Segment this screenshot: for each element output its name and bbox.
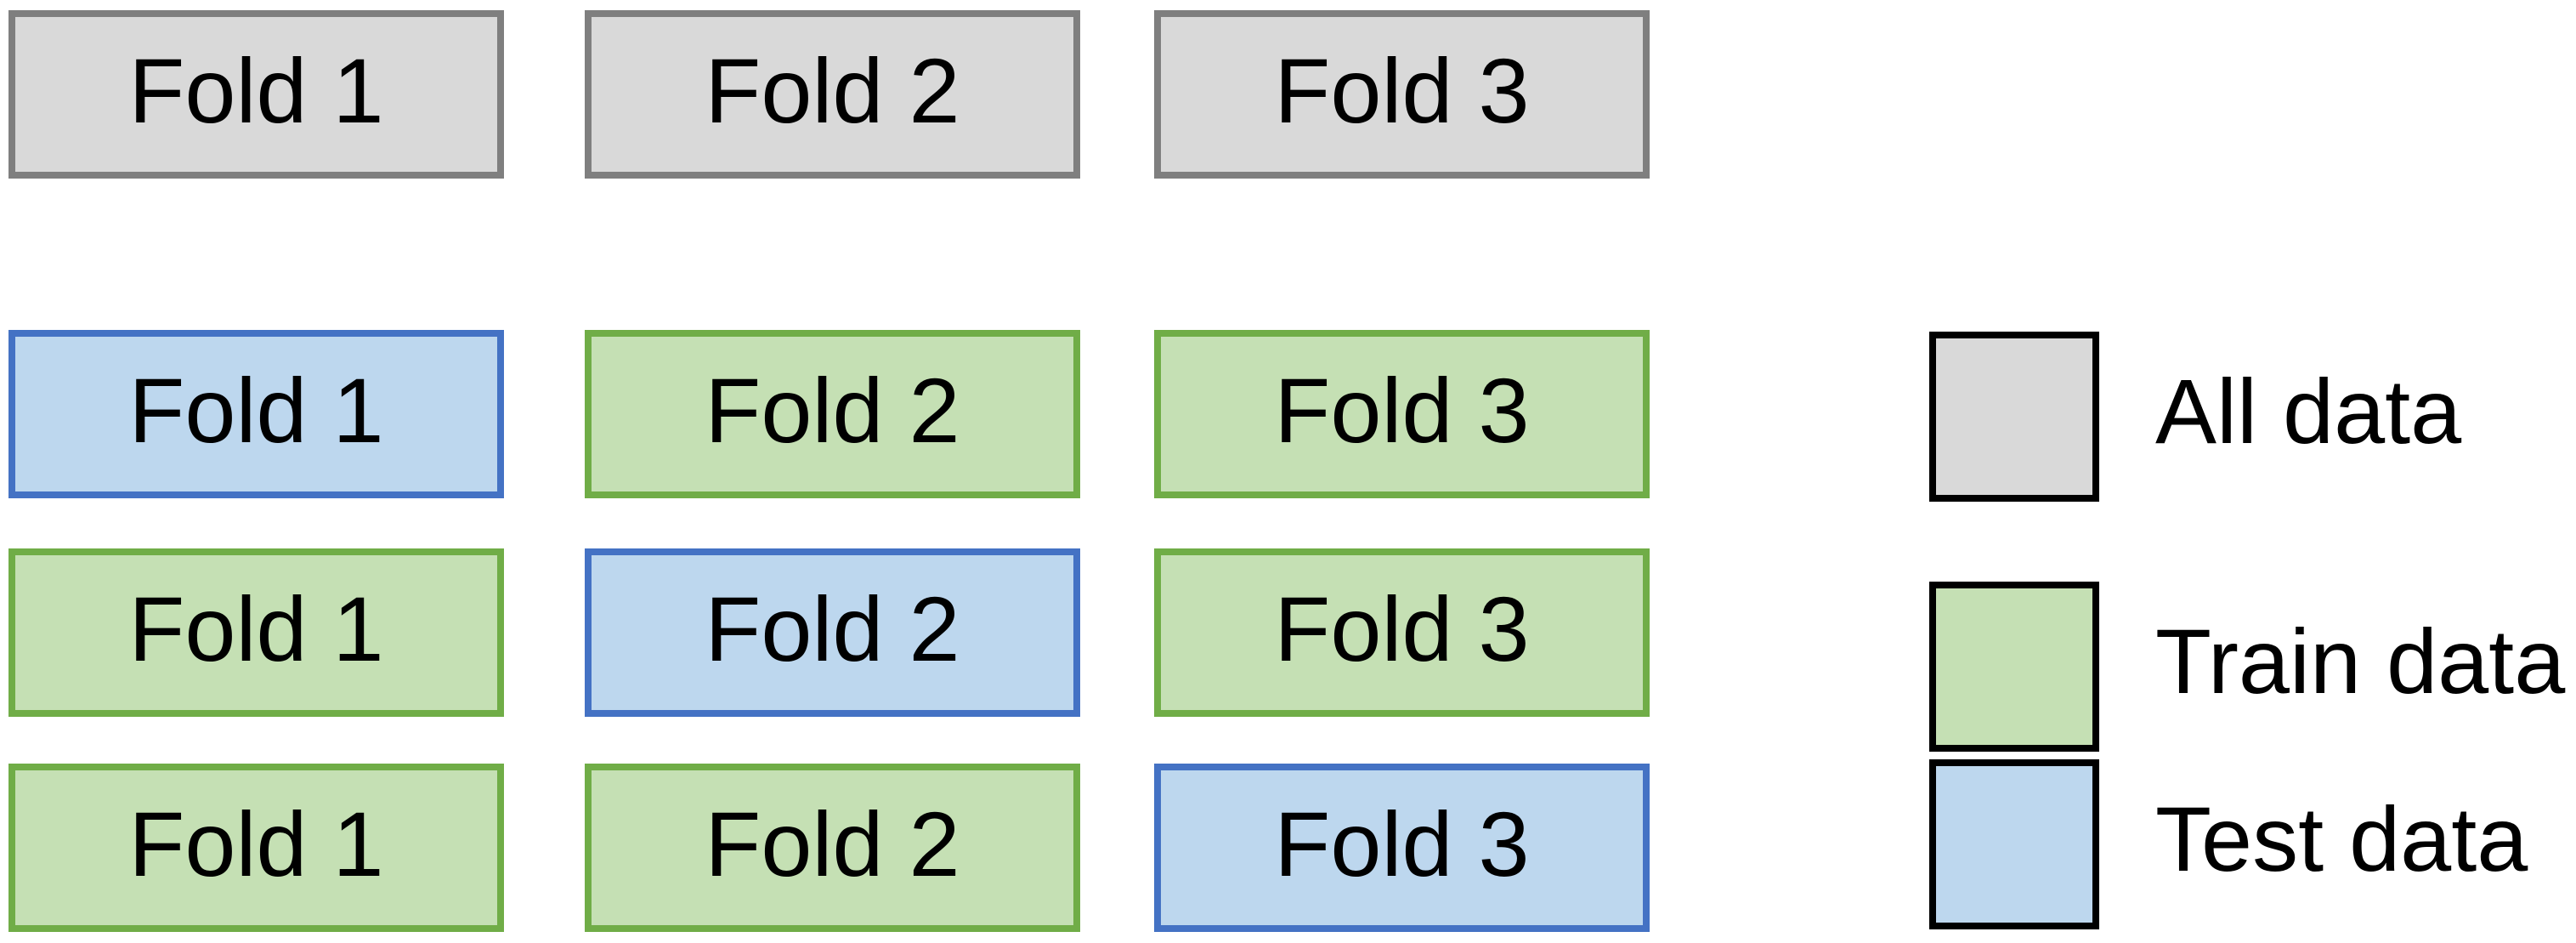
fold-box-row1-col3: Fold 3	[1154, 10, 1650, 179]
fold-label: Fold 2	[705, 577, 960, 680]
legend-swatch-all-data	[1929, 332, 2099, 502]
fold-box-row3-col2: Fold 2	[585, 548, 1080, 717]
legend-label: Test data	[2155, 787, 2528, 890]
fold-box-row1-col1: Fold 1	[8, 10, 504, 179]
legend-item-test-data: Test data	[1929, 759, 2528, 929]
fold-label: Fold 1	[128, 359, 384, 462]
fold-box-row2-col3: Fold 3	[1154, 330, 1650, 498]
fold-box-row3-col1: Fold 1	[8, 548, 504, 717]
fold-label: Fold 2	[705, 792, 960, 895]
legend-item-train-data: Train data	[1929, 582, 2565, 752]
fold-box-row2-col2: Fold 2	[585, 330, 1080, 498]
fold-label: Fold 1	[128, 577, 384, 680]
fold-label: Fold 3	[1274, 359, 1530, 462]
fold-label: Fold 3	[1274, 39, 1530, 142]
legend-label: All data	[2155, 360, 2462, 463]
fold-label: Fold 3	[1274, 792, 1530, 895]
fold-box-row4-col2: Fold 2	[585, 764, 1080, 932]
legend-swatch-test-data	[1929, 759, 2099, 929]
fold-box-row2-col1: Fold 1	[8, 330, 504, 498]
fold-box-row4-col3: Fold 3	[1154, 764, 1650, 932]
legend-swatch-train-data	[1929, 582, 2099, 752]
legend-item-all-data: All data	[1929, 332, 2461, 502]
fold-box-row1-col2: Fold 2	[585, 10, 1080, 179]
fold-label: Fold 2	[705, 39, 960, 142]
fold-label: Fold 2	[705, 359, 960, 462]
fold-label: Fold 1	[128, 39, 384, 142]
legend-label: Train data	[2155, 610, 2566, 713]
fold-label: Fold 3	[1274, 577, 1530, 680]
fold-label: Fold 1	[128, 792, 384, 895]
fold-box-row4-col1: Fold 1	[8, 764, 504, 932]
fold-box-row3-col3: Fold 3	[1154, 548, 1650, 717]
